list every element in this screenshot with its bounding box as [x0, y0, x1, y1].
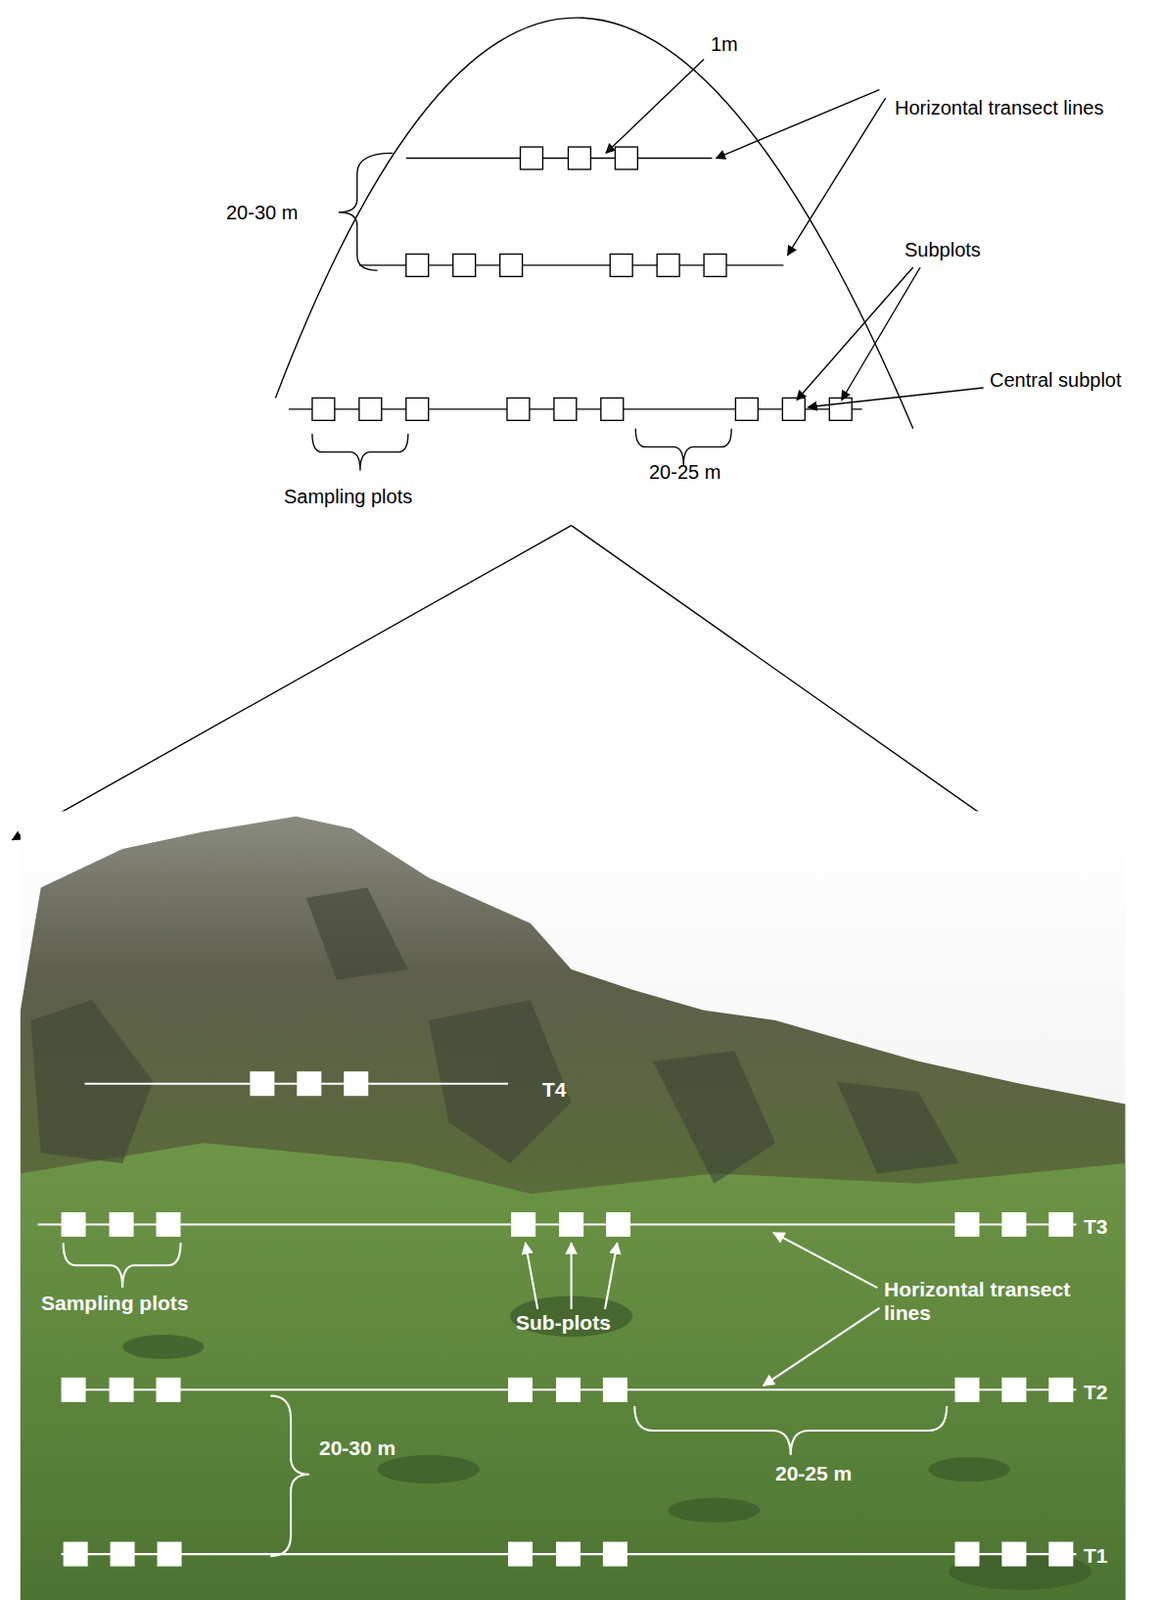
dimension-label: 20-30 m [319, 1436, 396, 1460]
callout-label: Horizontal transect lines [894, 96, 1104, 120]
transect-name: T4 [542, 1077, 567, 1102]
callout-label: Sampling plots [283, 485, 413, 509]
callout-label: Central subplot [989, 369, 1122, 392]
dimension-label: 20-30 m [226, 201, 298, 225]
callout-label: Horizontal transect lines [883, 1277, 1078, 1325]
callout-label: Sub-plots [515, 1310, 611, 1335]
transect-name: T3 [1083, 1214, 1109, 1239]
callout-label: Subplots [904, 238, 981, 262]
mountain-photo [20, 810, 1126, 1600]
callout-label: Sampling plots [41, 1291, 189, 1315]
dimension-label: 20-25 m [775, 1461, 852, 1486]
dimension-label: 1m [710, 33, 739, 56]
transect-name: T1 [1083, 1543, 1109, 1568]
transect-name: T2 [1083, 1380, 1109, 1404]
dimension-label: 20-25 m [649, 461, 721, 484]
schematic [12, 17, 1065, 873]
